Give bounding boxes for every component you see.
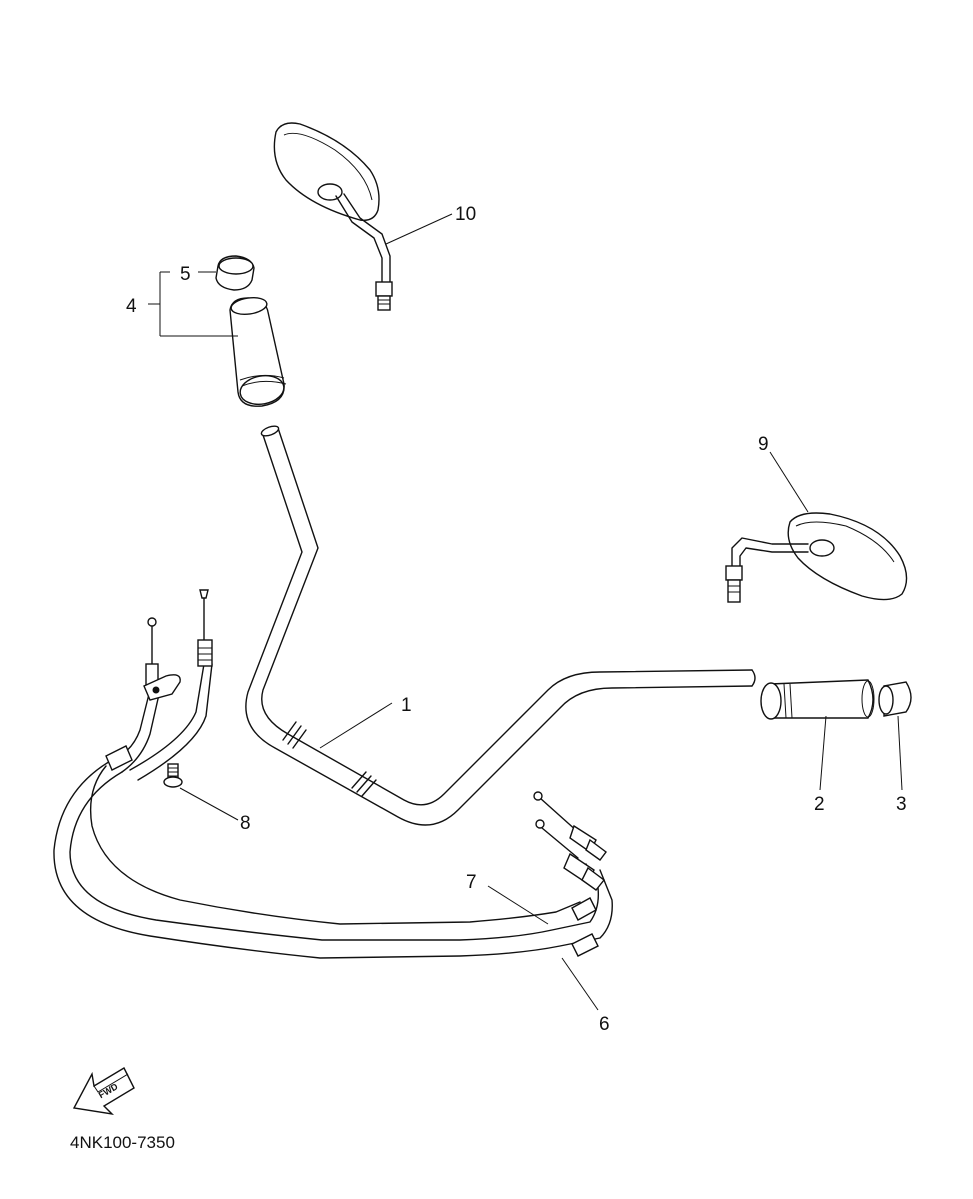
handlebar-clamp-bands [282,721,377,797]
left-cable-ends [105,589,213,771]
callout-8: 8 [240,813,251,834]
callout-4: 4 [126,296,137,317]
callout-2: 2 [814,794,825,815]
grip-end-cap-right [878,681,912,717]
handlebar [245,425,756,826]
left-grip [229,296,287,407]
right-cable-ends [533,791,607,957]
throttle-cables [53,589,613,959]
diagram-code: 4NK100-7350 [70,1133,175,1152]
bolt [163,763,183,788]
right-mirror [725,512,908,603]
callout-10: 10 [455,204,476,225]
leader-lines [148,213,903,1011]
right-grip [760,679,875,720]
grip-end-cap [215,255,255,291]
left-grip-assembly [215,255,287,407]
callout-6: 6 [599,1014,610,1035]
callout-9: 9 [758,434,769,455]
callout-3: 3 [896,794,907,815]
callout-7: 7 [466,872,477,893]
forward-arrow-icon: FWD [72,1067,135,1116]
callout-1: 1 [401,695,412,716]
left-mirror [273,122,393,311]
callout-5: 5 [180,264,191,285]
callout-labels: 1 2 3 4 5 6 7 8 9 10 [126,204,907,1035]
